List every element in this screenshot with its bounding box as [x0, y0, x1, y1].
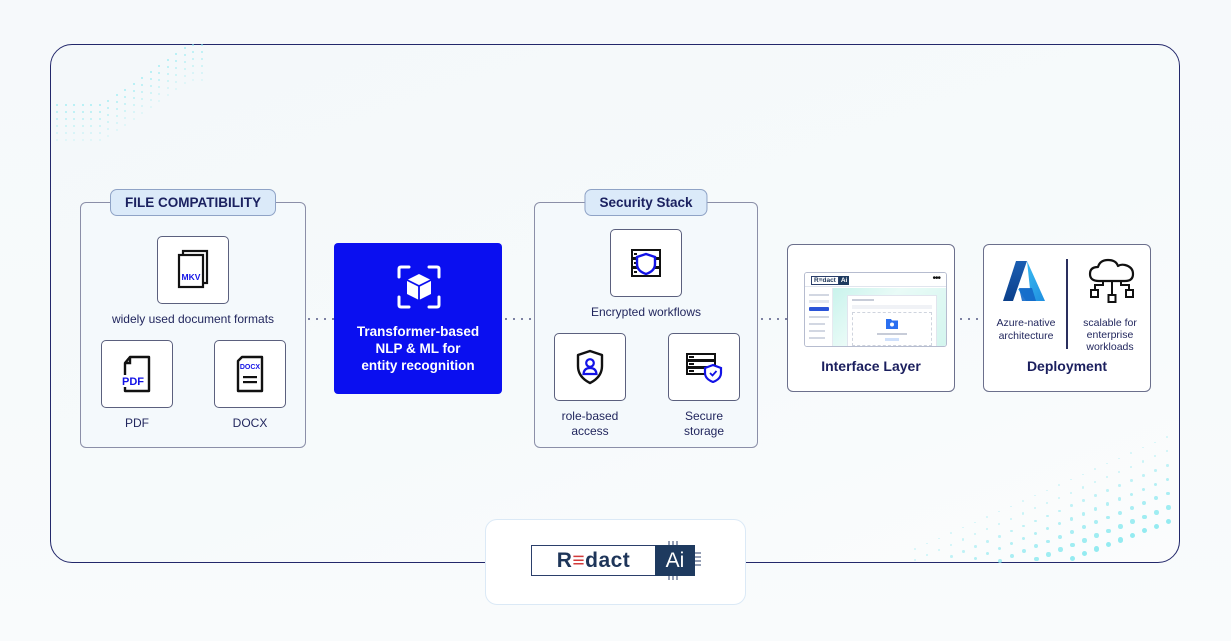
pdf-file-icon: PDF	[121, 355, 151, 393]
pdf-tile: PDF	[101, 340, 173, 408]
logo-wordmark: R≡dact	[531, 545, 655, 576]
connector-dots	[960, 318, 978, 320]
azure-native-label: Azure-native architecture	[996, 317, 1056, 342]
encrypted-workflows-tile	[610, 229, 682, 297]
mock-logo-right: Ai	[838, 276, 850, 285]
role-based-access-tile	[554, 333, 626, 401]
storage-shield-icon	[686, 353, 723, 383]
mkv-tile: MKV	[157, 236, 229, 304]
mock-menu-dots: •••	[932, 273, 940, 284]
encrypted-workflows-label: Encrypted workflows	[590, 305, 702, 319]
nlp-engine-label: Transformer-based NLP & ML for entity re…	[356, 324, 480, 373]
connector-dots	[761, 318, 787, 320]
file-compatibility-title: FILE COMPATIBILITY	[110, 189, 276, 216]
app-screenshot-thumbnail: R≡dact Ai •••	[804, 272, 947, 347]
user-shield-icon	[576, 349, 604, 385]
chip-pins-icon	[668, 541, 701, 580]
deployment-title: Deployment	[1026, 358, 1108, 374]
server-shield-icon	[631, 249, 661, 277]
azure-logo-icon	[1003, 261, 1045, 301]
interface-layer-title: Interface Layer	[821, 358, 921, 374]
interface-layer-card: R≡dact Ai ••• Interface Layer	[787, 244, 955, 392]
role-based-access-label: role-based access	[561, 409, 619, 438]
mkv-badge: MKV	[182, 272, 201, 282]
secure-storage-label: Secure storage	[683, 409, 725, 438]
connector-dots	[505, 318, 531, 320]
mock-folder-icon	[886, 319, 898, 329]
mkv-file-icon: MKV	[177, 249, 209, 289]
pdf-label: PDF	[125, 416, 149, 430]
nlp-engine-card: Transformer-based NLP & ML for entity re…	[334, 243, 502, 394]
file-compatibility-group: FILE COMPATIBILITY MKV widely used docum…	[80, 189, 306, 448]
security-stack-title: Security Stack	[584, 189, 708, 216]
logo-ai-chip: Ai	[655, 541, 701, 580]
redact-ai-logo: R≡dact Ai	[531, 541, 701, 580]
connector-dots	[308, 318, 334, 320]
docx-tile: DOCX	[214, 340, 286, 408]
mkv-label: widely used document formats	[111, 312, 275, 326]
docx-file-icon: DOCX	[236, 355, 264, 393]
secure-storage-tile	[668, 333, 740, 401]
deployment-card: Azure-native architecture scalable for e…	[983, 244, 1151, 392]
docx-label: DOCX	[232, 416, 268, 430]
security-stack-group: Security Stack Encrypted workflows role-…	[534, 189, 758, 448]
brand-logo-card: R≡dact Ai	[485, 519, 746, 605]
mock-logo-left: R≡dact	[811, 276, 839, 285]
divider	[1066, 259, 1068, 349]
brand-redaction-mark: ≡	[572, 548, 586, 572]
svg-text:DOCX: DOCX	[240, 364, 261, 371]
svg-text:PDF: PDF	[122, 376, 144, 388]
scalable-label: scalable for enterprise workloads	[1083, 317, 1137, 353]
cube-scan-icon	[397, 265, 441, 309]
cloud-network-icon	[1088, 258, 1135, 303]
